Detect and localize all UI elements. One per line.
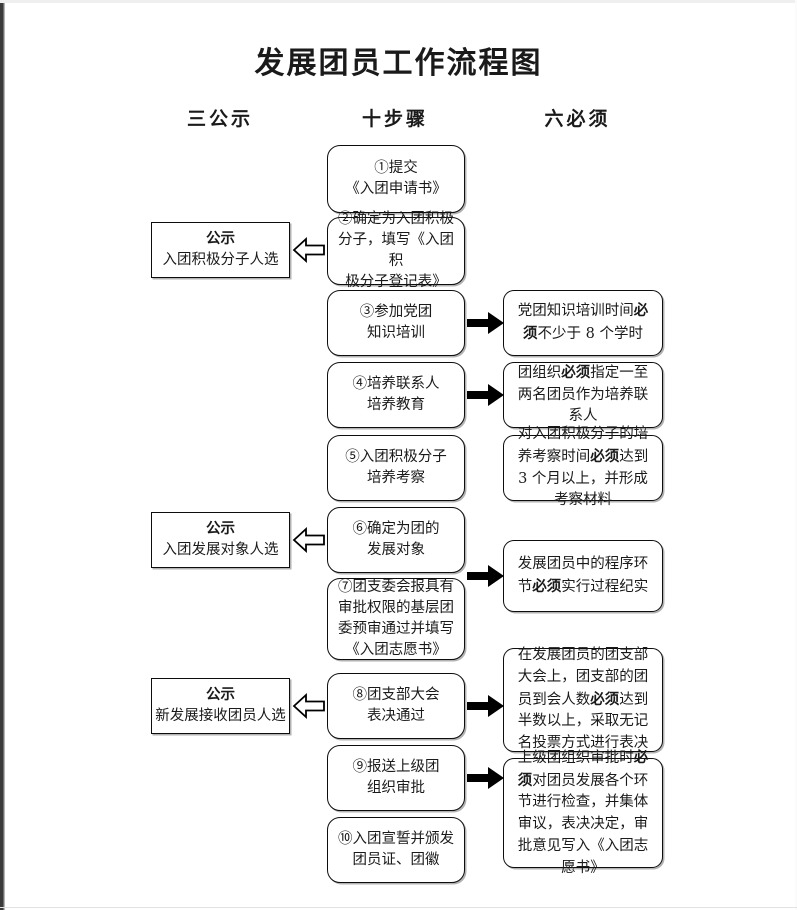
step-box-9[interactable]: ⑨报送上级团组织审批 bbox=[327, 745, 465, 811]
step-box-7[interactable]: ⑦团支委会报具有审批权限的基层团委预审通过并填写《入团志愿书》 bbox=[327, 578, 465, 660]
step-text-5: ⑤入团积极分子培养考察 bbox=[345, 448, 447, 486]
hollow-left-arrow-icon-2 bbox=[292, 526, 326, 554]
step-box-1[interactable]: ①提交《入团申请书》 bbox=[327, 145, 465, 213]
step-text-1: ①提交《入团申请书》 bbox=[345, 159, 447, 197]
must-box-4[interactable]: 发展团员中的程序环节必须实行过程纪实 bbox=[503, 540, 663, 612]
notice-box-3[interactable]: 公示 新发展接收团员人选 bbox=[151, 678, 290, 734]
must-text-4: 发展团员中的程序环节必须实行过程纪实 bbox=[517, 555, 649, 595]
must-box-3[interactable]: 对入团积极分子的培养考察时间必须达到 3 个月以上，并形成考察材料 bbox=[503, 426, 663, 508]
notice-subtitle-3: 新发展接收团员人选 bbox=[155, 708, 286, 724]
solid-right-arrow-icon-2 bbox=[467, 383, 505, 407]
solid-right-arrow-icon-1 bbox=[467, 311, 505, 335]
must-box-5[interactable]: 在发展团员的团支部大会上，团支部的团员到会人数必须达到半数以上，采取无记名投票方… bbox=[503, 647, 663, 752]
solid-right-arrow-icon-4 bbox=[467, 694, 505, 718]
column-header-right: 六必须 bbox=[544, 108, 611, 130]
must-text-1: 党团知识培训时间必须不少于 8 个学时 bbox=[517, 302, 649, 342]
step-text-4: ④培养联系人培养教育 bbox=[352, 375, 440, 413]
step-box-6[interactable]: ⑥确定为团的发展对象 bbox=[327, 507, 465, 573]
step-box-10[interactable]: ⑩入团宣誓并颁发团员证、团徽 bbox=[327, 817, 465, 883]
notice-title-1: 公示 bbox=[206, 230, 235, 248]
must-box-6[interactable]: 上级团组织审批时必须对团员发展各个环节进行检查，并集体审议，表决决定，审批意见写… bbox=[503, 749, 663, 876]
must-text-6: 上级团组织审批时必须对团员发展各个环节进行检查，并集体审议，表决决定，审批意见写… bbox=[517, 748, 649, 876]
solid-right-arrow-icon-5 bbox=[467, 766, 505, 790]
notice-box-2[interactable]: 公示 入团发展对象人选 bbox=[151, 512, 290, 568]
column-header-left: 三公示 bbox=[186, 108, 253, 130]
page-edge-top bbox=[0, 0, 797, 3]
step-text-10: ⑩入团宣誓并颁发团员证、团徽 bbox=[338, 830, 454, 868]
page-edge-bottom bbox=[0, 907, 797, 908]
page-edge-left bbox=[0, 0, 5, 910]
must-text-2: 团组织必须指定一至两名团员作为培养联系人 bbox=[517, 363, 649, 425]
step-text-9: ⑨报送上级团组织审批 bbox=[352, 758, 440, 796]
page-edge-right bbox=[795, 0, 797, 910]
step-box-2[interactable]: ②确定为入团积极分子，填写《入团积极分子登记表》 bbox=[327, 211, 465, 290]
notice-box-1[interactable]: 公示 入团积极分子人选 bbox=[151, 222, 290, 278]
step-box-5[interactable]: ⑤入团积极分子培养考察 bbox=[327, 435, 465, 501]
notice-title-3: 公示 bbox=[206, 686, 235, 704]
step-text-2: ②确定为入团积极分子，填写《入团积极分子登记表》 bbox=[338, 210, 454, 291]
must-box-1[interactable]: 党团知识培训时间必须不少于 8 个学时 bbox=[503, 290, 663, 356]
step-text-3: ③参加党团知识培训 bbox=[359, 303, 433, 341]
column-header-center: 十步骤 bbox=[361, 108, 428, 130]
step-text-8: ⑧团支部大会表决通过 bbox=[352, 686, 440, 724]
hollow-left-arrow-icon-3 bbox=[292, 692, 326, 720]
hollow-left-arrow-icon-1 bbox=[292, 236, 326, 264]
must-text-3: 对入团积极分子的培养考察时间必须达到 3 个月以上，并形成考察材料 bbox=[517, 426, 649, 509]
step-text-7: ⑦团支委会报具有审批权限的基层团委预审通过并填写《入团志愿书》 bbox=[338, 578, 454, 659]
notice-subtitle-1: 入团积极分子人选 bbox=[162, 252, 279, 268]
must-box-2[interactable]: 团组织必须指定一至两名团员作为培养联系人 bbox=[503, 362, 663, 428]
notice-subtitle-2: 入团发展对象人选 bbox=[162, 542, 279, 558]
page-title: 发展团员工作流程图 bbox=[254, 46, 543, 81]
notice-title-2: 公示 bbox=[206, 520, 235, 538]
step-box-4[interactable]: ④培养联系人培养教育 bbox=[327, 362, 465, 428]
solid-right-arrow-icon-3 bbox=[467, 564, 505, 588]
must-text-5: 在发展团员的团支部大会上，团支部的团员到会人数必须达到半数以上，采取无记名投票方… bbox=[517, 647, 649, 752]
step-box-8[interactable]: ⑧团支部大会表决通过 bbox=[327, 673, 465, 739]
step-box-3[interactable]: ③参加党团知识培训 bbox=[327, 290, 465, 356]
step-text-6: ⑥确定为团的发展对象 bbox=[352, 520, 440, 558]
